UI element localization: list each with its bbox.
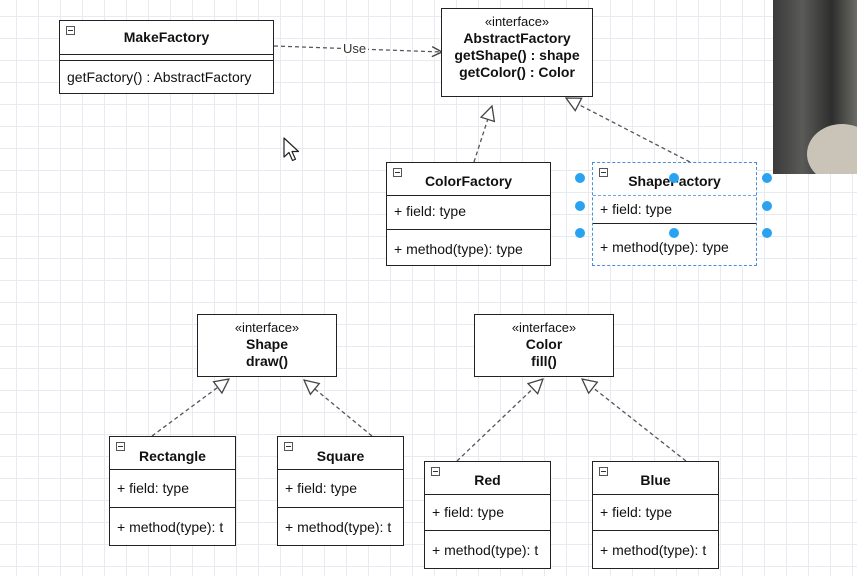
collapse-icon[interactable] bbox=[599, 168, 608, 177]
resize-handle-top[interactable] bbox=[669, 173, 679, 183]
collapse-icon[interactable] bbox=[66, 26, 75, 35]
resize-handle-top-left[interactable] bbox=[575, 173, 585, 183]
resize-handle-bottom[interactable] bbox=[669, 228, 679, 238]
resize-handle-bottom-left[interactable] bbox=[575, 228, 585, 238]
rectangle-header: Rectangle bbox=[110, 437, 235, 469]
square-field: + field: type bbox=[278, 469, 403, 507]
blue-header: Blue bbox=[593, 462, 718, 494]
blue-realization-line[interactable] bbox=[582, 379, 687, 462]
makefactory-method: getFactory() : AbstractFactory bbox=[60, 60, 273, 93]
rectangle-field: + field: type bbox=[110, 469, 235, 507]
rectangle-realization-line[interactable] bbox=[151, 379, 229, 437]
class-name: Square bbox=[316, 448, 365, 464]
square-realization-line[interactable] bbox=[304, 380, 373, 437]
operation-draw: draw() bbox=[246, 353, 288, 369]
shapefactory-realization-line[interactable] bbox=[566, 98, 691, 163]
shapefactory-field: + field: type bbox=[593, 195, 756, 223]
class-name: Blue bbox=[640, 472, 671, 488]
square-method: + method(type): t bbox=[278, 507, 403, 545]
operation-getcolor: getColor() : Color bbox=[459, 64, 575, 80]
blue-field: + field: type bbox=[593, 494, 718, 530]
colorfactory-method: + method(type): type bbox=[387, 229, 550, 265]
square-header: Square bbox=[278, 437, 403, 469]
color-interface[interactable]: «interface» Color fill() bbox=[474, 314, 614, 377]
makefactory-class[interactable]: MakeFactory getFactory() : AbstractFacto… bbox=[59, 20, 274, 94]
interface-name: AbstractFactory bbox=[463, 30, 571, 46]
colorfactory-class[interactable]: ColorFactory + field: type + method(type… bbox=[386, 162, 551, 266]
class-name: MakeFactory bbox=[123, 29, 210, 45]
blue-class[interactable]: Blue + field: type + method(type): t bbox=[592, 461, 719, 569]
resize-handle-right[interactable] bbox=[762, 201, 772, 211]
webcam-shape bbox=[807, 124, 857, 174]
red-field: + field: type bbox=[425, 494, 550, 530]
makefactory-attributes bbox=[60, 54, 273, 60]
shapefactory-class[interactable]: ShapeFactory + field: type + method(type… bbox=[592, 162, 757, 266]
red-realization-line[interactable] bbox=[456, 379, 543, 462]
red-class[interactable]: Red + field: type + method(type): t bbox=[424, 461, 551, 569]
makefactory-header: MakeFactory bbox=[60, 21, 273, 54]
resize-handle-top-right[interactable] bbox=[762, 173, 772, 183]
collapse-icon[interactable] bbox=[599, 467, 608, 476]
class-name: Red bbox=[474, 472, 501, 488]
rectangle-class[interactable]: Rectangle + field: type + method(type): … bbox=[109, 436, 236, 546]
resize-handle-bottom-right[interactable] bbox=[762, 228, 772, 238]
stereotype-label: «interface» bbox=[484, 14, 550, 29]
collapse-icon[interactable] bbox=[116, 442, 125, 451]
operation-fill: fill() bbox=[531, 353, 557, 369]
resize-handle-left[interactable] bbox=[575, 201, 585, 211]
colorfactory-realization-line[interactable] bbox=[473, 106, 492, 163]
rectangle-method: + method(type): t bbox=[110, 507, 235, 545]
red-header: Red bbox=[425, 462, 550, 494]
class-name: Rectangle bbox=[139, 448, 206, 464]
stereotype-label: «interface» bbox=[234, 320, 300, 335]
abstractfactory-interface[interactable]: «interface» AbstractFactory getShape() :… bbox=[441, 8, 593, 97]
colorfactory-field: + field: type bbox=[387, 195, 550, 229]
interface-name: Shape bbox=[245, 336, 288, 352]
blue-method: + method(type): t bbox=[593, 530, 718, 568]
interface-name: Color bbox=[525, 336, 563, 352]
collapse-icon[interactable] bbox=[431, 467, 440, 476]
operation-getshape: getShape() : shape bbox=[454, 47, 580, 63]
webcam-overlay bbox=[773, 0, 857, 174]
collapse-icon[interactable] bbox=[284, 442, 293, 451]
use-label: Use bbox=[341, 41, 369, 56]
class-name: ColorFactory bbox=[424, 173, 513, 189]
collapse-icon[interactable] bbox=[393, 168, 402, 177]
shapefactory-method: + method(type): type bbox=[593, 223, 756, 265]
square-class[interactable]: Square + field: type + method(type): t bbox=[277, 436, 404, 546]
red-method: + method(type): t bbox=[425, 530, 550, 568]
colorfactory-header: ColorFactory bbox=[387, 163, 550, 195]
stereotype-label: «interface» bbox=[511, 320, 577, 335]
mouse-pointer-icon bbox=[283, 137, 300, 162]
shape-interface[interactable]: «interface» Shape draw() bbox=[197, 314, 337, 377]
